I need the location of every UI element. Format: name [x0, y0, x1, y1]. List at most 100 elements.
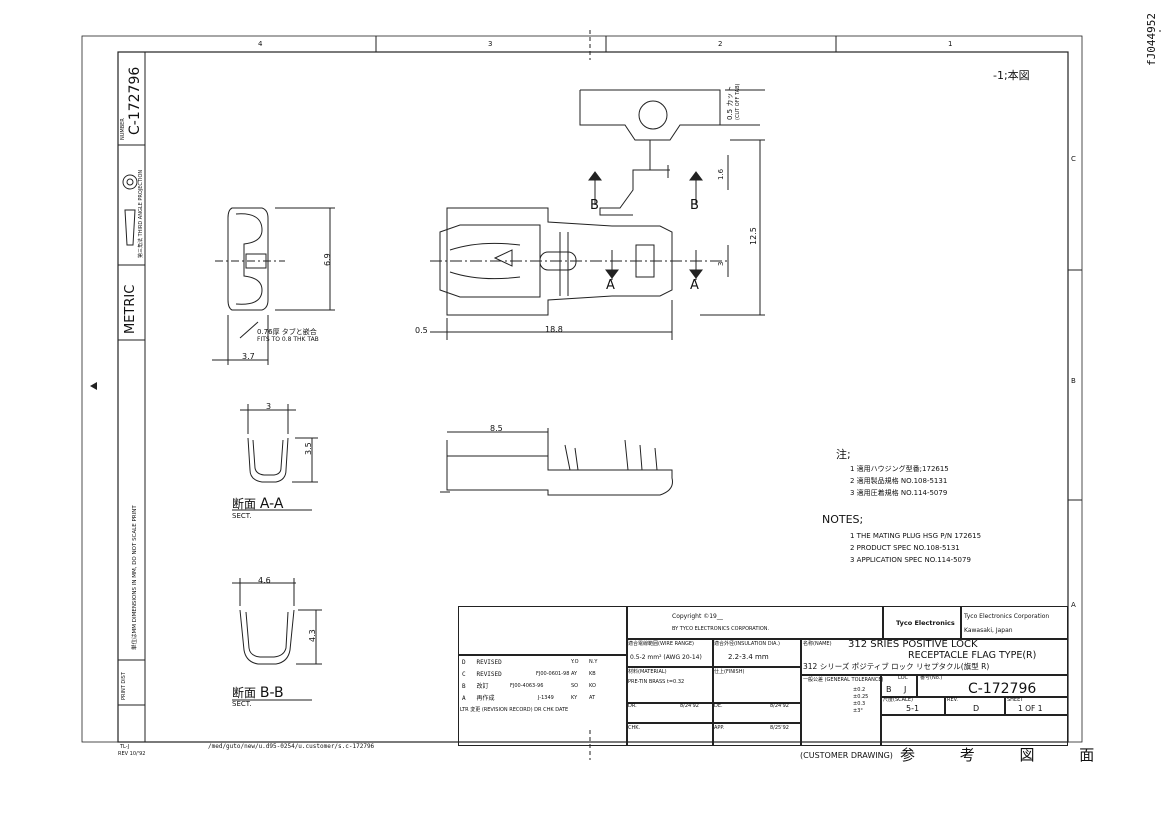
revisions-table [458, 654, 628, 746]
rev-d-text: REVISED [476, 659, 502, 666]
rev-a-ltr: A [462, 695, 466, 702]
rev-b-chk: KO [589, 683, 596, 689]
rev-a-ref: J-1349 [538, 695, 554, 701]
dr-cell [626, 702, 714, 724]
company-city: Kawasaki, Japan [964, 627, 1013, 634]
notes-jp-title: 注; [836, 448, 851, 461]
notes-en-title: NOTES; [822, 513, 864, 526]
dr-date: 8/24'92 [680, 703, 699, 709]
rev-header-dr: DR [534, 707, 542, 713]
sheet-value: 1 OF 1 [1018, 704, 1043, 713]
loc-label: LOC [898, 675, 909, 681]
arrow-a-right: A [690, 278, 699, 293]
loc-b: B [886, 685, 892, 694]
rev-c-chk: KB [589, 671, 596, 677]
chk-label: CHK. [628, 725, 641, 731]
rev-c-text: REVISED [476, 671, 502, 678]
rev-b-dr: SO [571, 683, 579, 689]
tolerance-1: ±0.2 [853, 687, 866, 693]
name-en-1: 312 SRIES POSITIVE LOCK [848, 639, 978, 650]
notes-jp-3: 3 適用圧着規格 NO.114-5079 [850, 489, 948, 497]
notes-en-3: 3 APPLICATION SPEC NO.114-5079 [850, 556, 971, 564]
de-cell [712, 702, 802, 724]
rev-a-dr: KY [571, 695, 578, 701]
drawing-no-label: 番号(No.) [920, 675, 943, 681]
print-dist-label: PRINT DIST [121, 672, 127, 700]
section-a-jp: 断面 [232, 497, 257, 511]
notes-jp-2: 2 適用製品規格 NO.108-5131 [850, 477, 948, 485]
zone-3: 3 [488, 40, 493, 48]
rev-d-ltr: D [462, 659, 466, 666]
rev-c-dr: AY [571, 671, 578, 677]
company-name: Tyco Electronics Corporation [964, 613, 1050, 620]
copyright: Copyright ©19__ [672, 613, 723, 620]
notes-jp-1: 1 適用ハウジング型番;172615 [850, 465, 949, 473]
wire-range-label: 適合電線範囲(WIRE RANGE) [628, 641, 695, 647]
dimensions-note: 単位はMM DIMENSIONS IN MM, DO NOT SCALE PRI… [132, 505, 138, 650]
loc-cell [880, 674, 918, 698]
dr-label: DR. [628, 703, 637, 709]
zone-a: A [1071, 601, 1076, 609]
document-id: fJ044952 [1145, 13, 1158, 66]
rev-row-d: D REVISED [462, 660, 502, 666]
bottom-right-cell [880, 714, 1068, 746]
tolerance-cell [800, 674, 882, 746]
material-label: 材料(MATERIAL) [628, 669, 667, 675]
rev-header: LTR 変更 (REVISION RECORD) DR CHK DATE [460, 708, 568, 713]
drawing-number-side: C-172796 [127, 66, 143, 135]
dim-3-7: 3.7 [242, 352, 255, 361]
scale-label: 尺度(SCALE) [883, 697, 913, 703]
app-date: 8/25'92 [770, 725, 789, 731]
tolerance-3: ±0.3 [853, 701, 866, 707]
file-path: /med/guto/new/u.d95-0254/u.customer/s.c-… [208, 743, 375, 750]
insulation-value: 2.2-3.4 mm [728, 653, 769, 661]
dim-4-3: 4.3 [308, 629, 317, 642]
dim-0-5: 0.5 [415, 326, 428, 335]
wire-range-cell [626, 638, 714, 668]
wire-range-value: 0.5-2 mm² (AWG 20-14) [630, 654, 702, 661]
dim-1-6: 1.6 [717, 168, 725, 180]
dim-4-6: 4.6 [258, 576, 271, 585]
company-logo: Tyco Electronics [896, 619, 955, 627]
rev-d-dr: Y.O [571, 659, 579, 665]
dim-12-5: 12.5 [749, 227, 758, 245]
rev-row-a: A 再作成 [462, 696, 494, 702]
rev-label: REV. [947, 697, 958, 703]
loc-j: J [904, 685, 907, 694]
section-a-name: A-A [259, 496, 284, 512]
dim-18-8: 18.8 [545, 325, 563, 334]
view-label: -1;本図 [993, 69, 1030, 82]
dim-cut-off-tab: (CUT OFF TAB) [735, 83, 741, 121]
dim-3-aa: 3 [266, 402, 272, 411]
section-a-label: 断面 A-A [232, 497, 283, 511]
company-cell [960, 606, 1068, 640]
finish-label: 仕上(FINISH) [714, 669, 745, 675]
dim-0-76: 0.76厚 タブと嵌合 [257, 328, 317, 336]
zone-1: 1 [948, 40, 953, 48]
zone-c: C [1071, 155, 1076, 163]
material-cell [626, 666, 714, 704]
rev-header-record: 変更 (REVISION RECORD) [470, 707, 533, 713]
zone-4: 4 [258, 40, 263, 48]
rev-c-ref: FJ00-0601-98 [536, 671, 570, 677]
rev-value: D [973, 704, 980, 713]
logo-cell [882, 606, 962, 640]
reference-drawing: 参 考 図 面 [900, 746, 1115, 764]
material-value: PRE-TIN BRASS t=0.32 [628, 679, 685, 685]
finish-cell [712, 666, 802, 704]
rev-row-b: B 改訂 [462, 684, 488, 690]
section-a-sect: SECT. [232, 512, 252, 520]
drawing-no-cell [916, 674, 1068, 698]
notes-en-1: 1 THE MATING PLUG HSG P/N 172615 [850, 532, 982, 540]
de-label: DE. [714, 703, 723, 709]
dim-3-5: 3.5 [304, 442, 313, 455]
copyright-cell [626, 606, 884, 640]
scale-value: 5-1 [906, 704, 920, 713]
name-en-2: RECEPTACLE FLAG TYPE(R) [908, 650, 1037, 661]
projection-label: 第三角法 THIRD ANGLE PROJECTION [138, 169, 144, 258]
rev-a-chk: AT [589, 695, 596, 701]
tolerance-4: ±3° [853, 708, 863, 714]
rev-footer-2: REV 10/'92 [118, 751, 146, 757]
